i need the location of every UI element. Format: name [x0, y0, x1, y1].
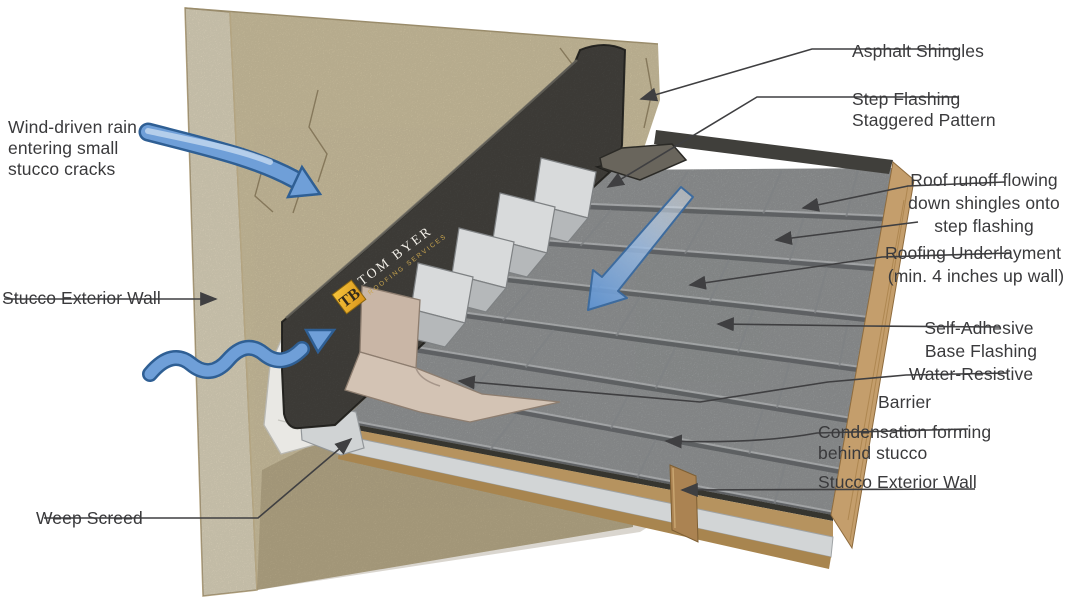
- rake-fascia-wood: [830, 161, 915, 550]
- self-adhesive-base-flashing: [344, 285, 561, 423]
- label-roof-runoff-3: step flashing: [934, 216, 1034, 236]
- eave-assembly: [298, 398, 834, 569]
- step-flashing-pieces: [389, 157, 597, 348]
- eave-wood-lower: [338, 451, 831, 569]
- leader-condensation: [664, 428, 969, 449]
- leader-roofing-underlayment: [688, 252, 1011, 290]
- leader-water-resistive: [457, 372, 1009, 403]
- roof-runoff-arrow: [587, 186, 694, 311]
- leader-roof-runoff: [801, 181, 1006, 212]
- label-water-resistive-2: Barrier: [878, 392, 932, 412]
- label-stucco-wall-left: Stucco Exterior Wall: [2, 288, 161, 308]
- leader-self-adhesive: [716, 317, 1001, 332]
- eave-wood-strip: [341, 427, 833, 537]
- label-condensation: Condensation forming behind stucco: [818, 422, 992, 463]
- label-roof-runoff-1: Roof runoff flowing: [910, 170, 1058, 190]
- leader-asphalt-shingles: [639, 48, 958, 102]
- roof-shadow: [257, 428, 695, 590]
- label-asphalt-shingles: Asphalt Shingles: [852, 41, 984, 61]
- label-weep-screed: Weep Screed: [36, 508, 143, 528]
- leader-stucco-wall-right: [680, 482, 976, 497]
- leader-roof-runoff-2: [774, 221, 919, 245]
- leader-step-flashing: [606, 96, 958, 188]
- label-roofing-underlayment-2: (min. 4 inches up wall): [887, 266, 1065, 286]
- label-wind-driven-rain: Wind-driven rain entering small stucco c…: [8, 117, 138, 179]
- fascia-corner-post: [669, 464, 699, 543]
- leader-weep-screed: [44, 437, 353, 519]
- label-self-adhesive-1: Self-Adhesive: [924, 318, 1034, 338]
- label-roofing-underlayment-1: Roofing Underlayment: [884, 243, 1062, 263]
- label-step-flashing: Step Flashing Staggered Pattern: [852, 89, 996, 130]
- label-self-adhesive-2: Base Flashing: [924, 341, 1038, 361]
- label-roof-runoff-2: down shingles onto: [908, 193, 1060, 213]
- label-water-resistive-1: Water-Resistive: [908, 364, 1034, 384]
- wind-driven-rain-arrow: [138, 122, 323, 199]
- condensation-squiggle-arrow: [142, 328, 337, 382]
- label-stucco-wall-right: Stucco Exterior Wall: [818, 472, 977, 492]
- leader-lines: [4, 48, 1011, 519]
- eave-shadow-edge: [341, 422, 833, 521]
